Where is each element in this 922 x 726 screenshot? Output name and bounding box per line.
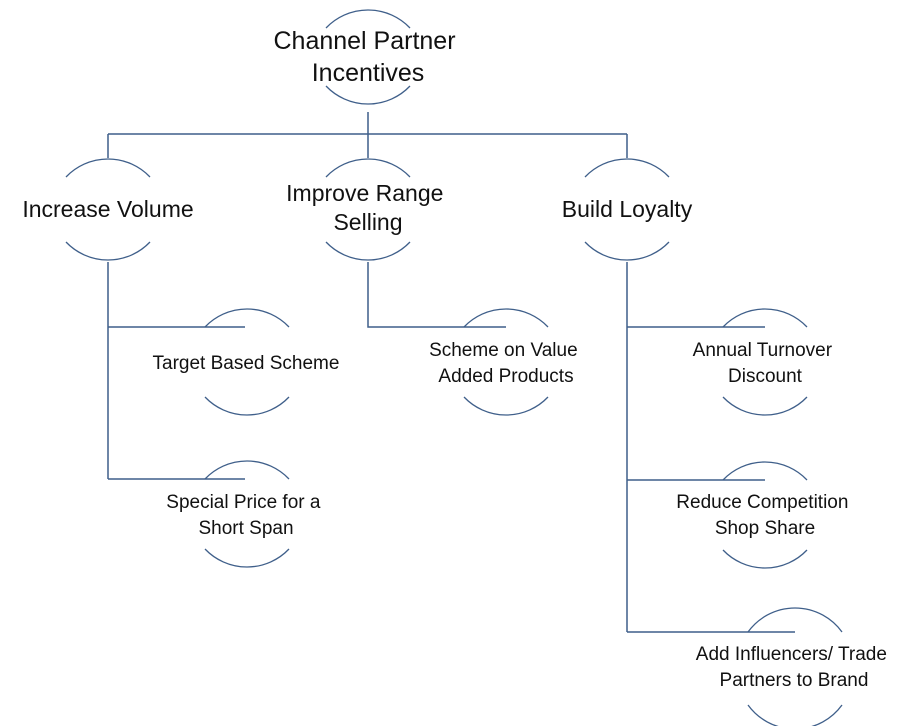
child-label-target-based-scheme: Target Based Scheme [153,353,340,374]
child-label-annual-turnover: Annual Turnover Discount [693,340,838,387]
child-2-2-arc-top [747,607,843,633]
child-2-0-line-1: Annual Turnover [693,340,833,361]
child-2-1-arc-bottom [722,549,808,569]
root-connector [107,112,628,158]
branch-0-line-1: Increase Volume [22,196,193,222]
branch-1-line-2: Selling [333,209,402,235]
root-label: Channel Partner Incentives [273,27,462,87]
child-label-scheme-on-value: Scheme on Value Added Products [429,340,583,387]
branch-label-improve-range-selling: Improve Range Selling [286,180,450,235]
branch-1-connector [367,262,506,328]
branch-label-increase-volume: Increase Volume [22,196,193,222]
child-2-1-arc-top [722,461,808,481]
root-label-line-1: Channel Partner [273,27,455,55]
branch-2-arc-top [584,158,670,178]
child-2-1-line-1: Reduce Competition [676,492,848,513]
child-2-0-arc-bottom [722,396,808,416]
child-1-0-arc-top [463,308,549,328]
root-arc-top [325,9,411,29]
child-2-1-line-2: Shop Share [715,518,815,539]
node-labels: Channel Partner Incentives Increase Volu… [22,27,892,691]
child-0-0-arc-bottom [204,396,290,416]
branch-label-build-loyalty: Build Loyalty [562,196,693,222]
child-2-0-arc-top [722,308,808,328]
child-0-1-arc-top [204,460,290,480]
branch-2-connector [626,262,795,633]
node-arcs [65,9,843,726]
child-1-0-line-1: Scheme on Value [429,340,578,361]
branch-1-arc-bottom [325,241,411,261]
child-label-add-influencers: Add Influencers/ Trade Partners to Brand [696,644,892,691]
child-2-2-line-2: Partners to Brand [720,670,869,691]
branch-2-arc-bottom [584,241,670,261]
root-arc-bottom [325,85,411,105]
child-0-1-arc-bottom [204,548,290,568]
branch-2-line-1: Build Loyalty [562,196,693,222]
child-label-reduce-competition: Reduce Competition Shop Share [676,492,853,539]
child-1-0-arc-bottom [463,396,549,416]
child-0-0-line-1: Target Based Scheme [153,353,340,374]
branch-1-line-1: Improve Range [286,180,443,206]
child-2-0-line-2: Discount [728,366,803,387]
child-0-1-line-2: Short Span [198,518,293,539]
branch-1-arc-top [325,158,411,178]
child-0-0-arc-top [204,308,290,328]
branch-0-arc-bottom [65,241,151,261]
branch-0-arc-top [65,158,151,178]
connectors [107,112,795,633]
child-0-1-line-1: Special Price for a [166,492,321,513]
branch-0-connector [107,262,245,480]
root-label-line-2: Incentives [312,59,425,87]
child-2-2-arc-bottom [747,704,843,726]
child-1-0-line-2: Added Products [438,366,573,387]
child-label-special-price: Special Price for a Short Span [166,492,325,539]
child-2-2-line-1: Add Influencers/ Trade [696,644,887,665]
